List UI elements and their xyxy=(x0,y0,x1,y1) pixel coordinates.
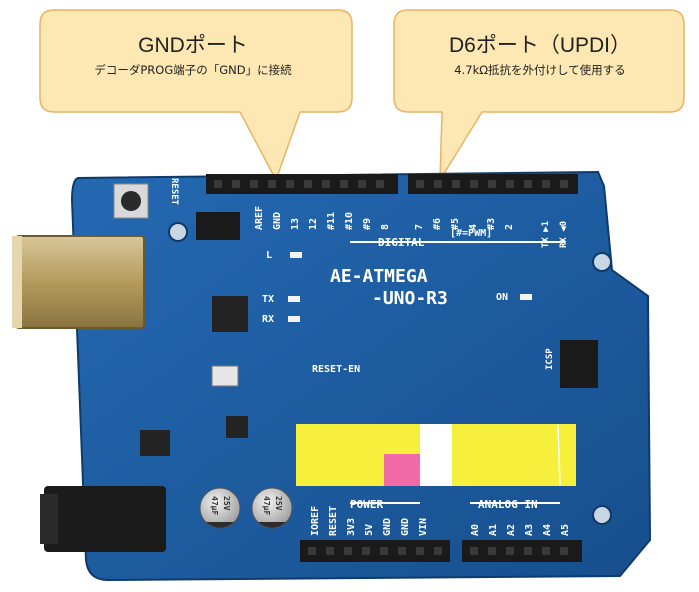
reset-label: RESET xyxy=(169,178,179,206)
pin-label-ioref: IOREF xyxy=(310,506,321,536)
pwm-note: [#=PWM] xyxy=(450,228,492,239)
pin-label-5v: 5V xyxy=(364,524,375,536)
usb-connector xyxy=(15,235,145,329)
pin-label-a0: A0 xyxy=(470,524,481,536)
callout-gnd-title: GNDポート xyxy=(138,34,248,57)
pin-label-8: 8 xyxy=(380,224,391,230)
led-tx xyxy=(288,296,300,302)
callout-bubble-gnd xyxy=(39,9,353,182)
pin-label-a5: A5 xyxy=(560,524,571,536)
callout-d6: D6ポート（UPDI） 4.7kΩ抵抗を外付けして使用する xyxy=(394,34,686,78)
bottom-header-holes xyxy=(308,547,568,555)
mount-hole xyxy=(592,252,612,272)
power-label: POWER xyxy=(350,498,383,511)
pin-label-gnd-1: GND xyxy=(382,518,393,536)
pin-label-6: #6 xyxy=(432,218,443,230)
pin-label-pink xyxy=(384,454,420,486)
icsp-header xyxy=(560,340,598,388)
pin-label-a1: A1 xyxy=(488,524,499,536)
mount-hole xyxy=(168,222,188,242)
pin-label-a3: A3 xyxy=(524,524,535,536)
capacitor-2 xyxy=(251,487,293,529)
on-label: ON xyxy=(496,292,508,303)
tx-label: TX xyxy=(262,294,274,305)
small-chip xyxy=(226,416,248,438)
pin-label-white xyxy=(420,424,452,486)
usb-chip xyxy=(212,296,248,332)
pin-label-a4: A4 xyxy=(542,524,553,536)
pin-label-12: 12 xyxy=(308,218,319,230)
capacitor-1-voltage: 25V xyxy=(222,496,231,511)
pin-label-11: #11 xyxy=(326,212,337,230)
pin-label-5: #5 xyxy=(450,218,461,230)
pin-label-a2: A2 xyxy=(506,524,517,536)
pin-label-3: #3 xyxy=(486,218,497,230)
digital-header-holes xyxy=(214,180,568,188)
pin-label-aref: AREF xyxy=(254,206,265,230)
pin-label-gnd-2: GND xyxy=(400,518,411,536)
pin-label-reset: RESET xyxy=(328,506,339,536)
power-header xyxy=(300,540,450,562)
pin-label-4: 4 xyxy=(468,224,479,230)
callout-d6-title: D6ポート（UPDI） xyxy=(448,34,632,57)
rx-arrow-label: RX ◀0 xyxy=(559,221,569,248)
pin-label-7: 7 xyxy=(414,224,425,230)
callout-d6-subtitle: 4.7kΩ抵抗を外付けして使用する xyxy=(454,63,626,77)
pin-label-9: #9 xyxy=(362,218,373,230)
tx-arrow-label: TX ▶1 xyxy=(541,221,551,248)
callout-bubble-d6 xyxy=(393,9,685,183)
icsp-label: ICSP xyxy=(545,348,555,370)
small-header xyxy=(196,212,240,240)
dc-jack xyxy=(44,486,166,552)
callout-gnd-subtitle: デコーダPROG端子の「GND」に接続 xyxy=(94,63,292,77)
capacitor-2-voltage: 25V xyxy=(274,496,283,511)
led-l xyxy=(290,252,302,258)
reset-en-label: RESET-EN xyxy=(312,364,360,375)
top-pin-labels: AREF GND 13 12 #11 #10 #9 8 7 #6 #5 4 #3… xyxy=(254,206,515,230)
board-name-line2: -UNO-R3 xyxy=(372,288,448,309)
regulator-chip xyxy=(140,430,170,456)
l-label: L xyxy=(266,250,272,261)
pin-label-10: #10 xyxy=(344,212,355,230)
pin-label-3v3: 3V3 xyxy=(346,518,357,536)
mount-hole xyxy=(592,505,612,525)
callout-gnd: GNDポート デコーダPROG端子の「GND」に接続 xyxy=(34,34,352,78)
crystal xyxy=(211,365,239,387)
led-rx xyxy=(288,316,300,322)
capacitor-1 xyxy=(199,487,241,529)
usb-connector-edge xyxy=(12,236,22,328)
reset-button-cap xyxy=(121,191,141,211)
dc-jack-face xyxy=(40,494,58,544)
analog-header xyxy=(462,540,582,562)
capacitor-2-value: 47μF xyxy=(262,496,271,515)
capacitor-1-value: 47μF xyxy=(210,496,219,515)
digital-label: DIGITAL xyxy=(378,236,425,249)
digital-header-1 xyxy=(206,174,398,194)
pin-label-gnd: GND xyxy=(272,212,283,230)
pin-label-2: 2 xyxy=(504,224,515,230)
rx-label: RX xyxy=(262,314,274,325)
bottom-pin-labels: IOREF RESET 3V3 5V GND GND VIN A0 A1 A2 … xyxy=(310,506,571,536)
pin-label-vin: VIN xyxy=(418,518,429,536)
led-on xyxy=(520,294,532,300)
board-name-line1: AE-ATMEGA xyxy=(330,266,428,287)
analog-label: ANALOG IN xyxy=(478,498,538,511)
pin-label-13: 13 xyxy=(290,218,301,230)
